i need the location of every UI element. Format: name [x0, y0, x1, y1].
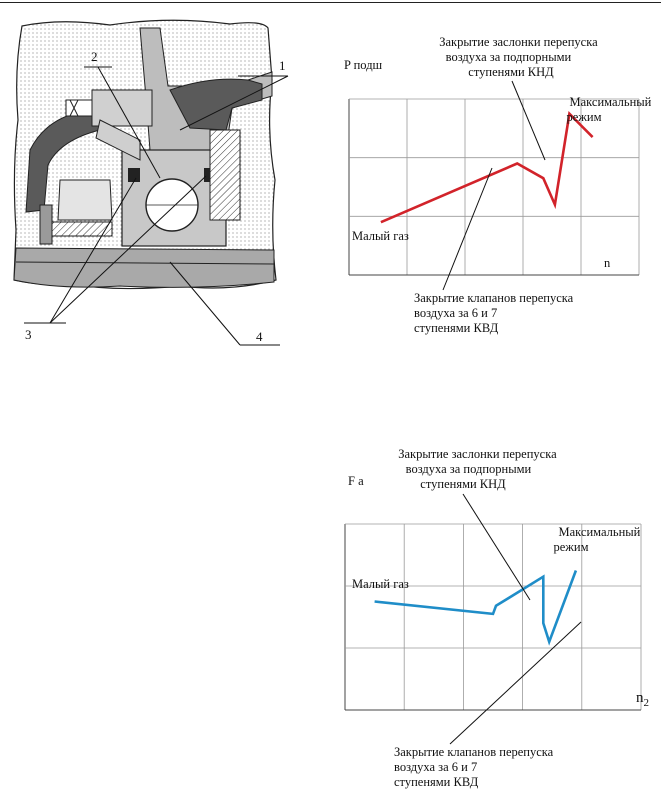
top-rule — [0, 2, 661, 3]
dark-housing-right — [169, 78, 263, 131]
chart1-note-idle: Малый газ — [352, 229, 409, 243]
chart1-note-kvd: Закрытие клапанов перепуска воздуха за 6… — [414, 291, 576, 335]
chart1-grid — [348, 98, 640, 276]
chart2-series-line — [374, 570, 578, 646]
chart1-leaders — [442, 80, 546, 291]
shaft — [13, 247, 275, 288]
chart-bearing-load: P подш n Закрытие заслонки перепуска воз… — [344, 35, 654, 335]
callout-2: 2 — [91, 49, 98, 64]
c2-leader-line — [462, 493, 531, 601]
bearing-assembly-drawing: 1 2 3 4 — [13, 19, 289, 346]
chart2-ylabel: F а — [348, 474, 364, 488]
callout-1: 1 — [279, 58, 286, 73]
seal-left — [128, 168, 140, 182]
chart1-series-line — [380, 110, 594, 224]
chart2-note-knd: Закрытие заслонки перепуска воздуха за п… — [398, 447, 560, 491]
chart2-xlabel: n2 — [636, 690, 649, 709]
chart1-xlabel: n — [604, 256, 611, 270]
chart1-note-knd: Закрытие заслонки перепуска воздуха за п… — [439, 35, 601, 79]
chart2-note-max: Максимальный режим — [553, 525, 643, 554]
chart1-ylabel: P подш — [344, 58, 383, 72]
chart2-leaders — [449, 493, 582, 745]
chart2-note-kvd: Закрытие клапанов перепуска воздуха за 6… — [394, 745, 556, 789]
c1-leader-line — [511, 80, 546, 161]
c2-leader-line — [449, 621, 582, 745]
chart-axial-force: F а n2 Закрытие заслонки перепуска возду… — [344, 447, 649, 789]
callout-4: 4 — [256, 329, 263, 344]
chart1-note-max: Максимальный режим — [566, 95, 654, 124]
chart2-note-idle: Малый газ — [352, 577, 409, 591]
callout-3: 3 — [25, 327, 32, 342]
c1-leader-line — [442, 167, 493, 291]
chart2-grid — [344, 523, 642, 711]
